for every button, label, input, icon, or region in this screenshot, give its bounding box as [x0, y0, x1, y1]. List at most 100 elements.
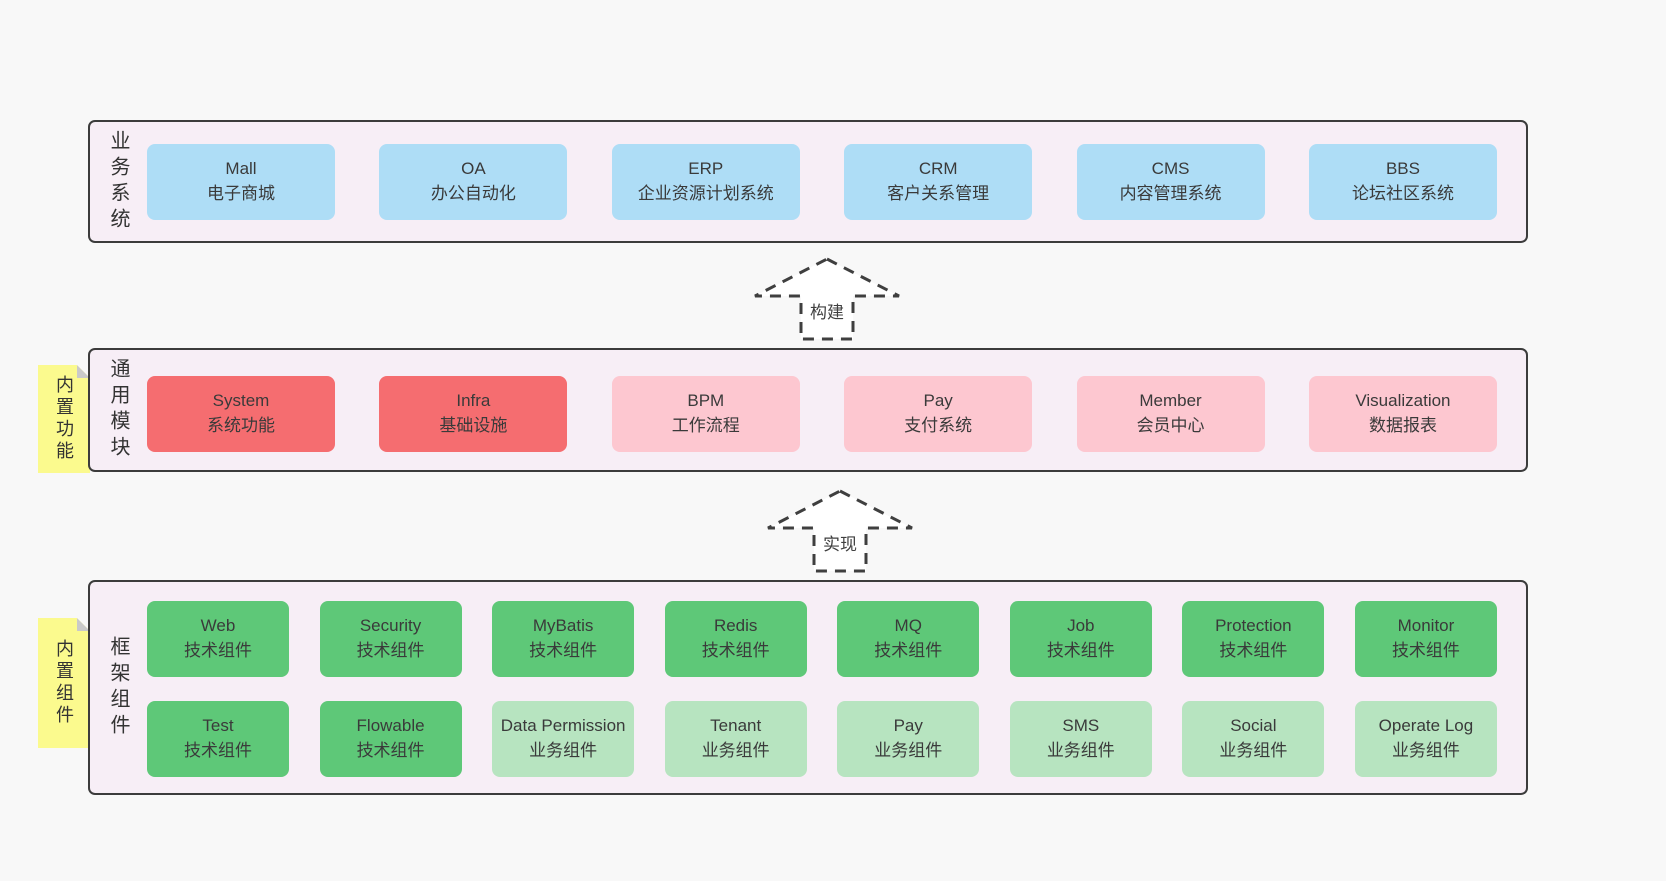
- box-tenant-subtitle: 业务组件: [701, 741, 770, 760]
- section-business-systems-label-text: 业务系统: [107, 129, 129, 234]
- box-protection-subtitle: 技术组件: [1219, 641, 1288, 660]
- box-crm-title: CRM: [918, 159, 958, 179]
- box-flowable-subtitle: 技术组件: [356, 741, 425, 760]
- section-framework-components-label-text: 框架组件: [107, 635, 129, 740]
- box-crm-subtitle: 客户关系管理: [887, 184, 990, 203]
- box-mq-subtitle: 技术组件: [874, 641, 943, 660]
- box-pay-component-subtitle: 业务组件: [874, 741, 943, 760]
- box-sms-title: SMS: [1062, 716, 1100, 736]
- box-mq: MQ 技术组件: [837, 601, 980, 677]
- box-security-subtitle: 技术组件: [356, 641, 425, 660]
- box-test-subtitle: 技术组件: [184, 741, 252, 760]
- business-systems-row: Mall 电子商城 OA 办公自动化 ERP 企业资源计划系统 CRM 客户关系…: [147, 144, 1497, 220]
- box-web-title: Web: [200, 616, 236, 636]
- section-framework-components: 框架组件 Web 技术组件 Security 技术组件 MyBatis 技术组件…: [88, 580, 1528, 795]
- build-arrow-label: 构建: [810, 303, 844, 322]
- box-member-subtitle: 会员中心: [1136, 416, 1205, 435]
- box-job-subtitle: 技术组件: [1046, 641, 1115, 660]
- box-infra-title: Infra: [456, 391, 491, 411]
- box-social-subtitle: 业务组件: [1219, 741, 1288, 760]
- section-framework-components-label: 框架组件: [96, 582, 140, 793]
- box-system-title: System: [212, 391, 270, 411]
- box-crm: CRM 客户关系管理: [844, 144, 1033, 220]
- box-protection: Protection 技术组件: [1182, 601, 1325, 677]
- section-common-modules-label: 通用模块: [96, 350, 140, 470]
- box-social: Social 业务组件: [1182, 701, 1325, 777]
- box-tenant: Tenant 业务组件: [664, 701, 807, 777]
- box-operate-log: Operate Log 业务组件: [1354, 701, 1497, 777]
- implement-arrow: 实现: [765, 488, 915, 574]
- box-cms-title: CMS: [1151, 159, 1190, 179]
- box-bbs: BBS 论坛社区系统: [1308, 144, 1497, 220]
- box-oa: OA 办公自动化: [379, 144, 568, 220]
- box-test: Test 技术组件: [147, 701, 289, 777]
- box-system: System 系统功能: [147, 376, 335, 452]
- implement-arrow-label: 实现: [823, 535, 857, 554]
- box-oa-subtitle: 办公自动化: [430, 184, 516, 203]
- box-bbs-subtitle: 论坛社区系统: [1351, 184, 1454, 203]
- box-redis: Redis 技术组件: [664, 601, 807, 677]
- box-web-subtitle: 技术组件: [184, 641, 252, 660]
- framework-components-row-2: Test 技术组件 Flowable 技术组件 Data Permission …: [147, 701, 1497, 777]
- box-member: Member 会员中心: [1076, 376, 1265, 452]
- section-business-systems-label: 业务系统: [96, 122, 140, 241]
- box-infra: Infra 基础设施: [379, 376, 568, 452]
- box-redis-title: Redis: [713, 616, 758, 636]
- box-erp-subtitle: 企业资源计划系统: [637, 184, 774, 203]
- box-security-title: Security: [359, 616, 422, 636]
- build-arrow: 构建: [752, 256, 902, 342]
- box-operate-log-subtitle: 业务组件: [1391, 741, 1460, 760]
- box-job-title: Job: [1067, 616, 1095, 636]
- box-bpm-subtitle: 工作流程: [671, 416, 740, 435]
- sticky-built-in-components-text: 内置组件: [54, 639, 74, 727]
- box-web: Web 技术组件: [147, 601, 289, 677]
- section-business-systems: 业务系统 Mall 电子商城 OA 办公自动化 ERP 企业资源计划系统 CRM…: [88, 120, 1528, 243]
- box-pay-module: Pay 支付系统: [844, 376, 1033, 452]
- implement-arrow-icon: [767, 489, 913, 573]
- box-monitor-title: Monitor: [1397, 616, 1455, 636]
- box-erp-title: ERP: [688, 159, 724, 179]
- box-mall-title: Mall: [225, 159, 257, 179]
- box-erp: ERP 企业资源计划系统: [611, 144, 800, 220]
- box-sms: SMS 业务组件: [1009, 701, 1152, 777]
- box-data-permission-subtitle: 业务组件: [529, 741, 598, 760]
- box-infra-subtitle: 基础设施: [439, 416, 508, 435]
- box-visualization-title: Visualization: [1355, 391, 1451, 411]
- box-mall-subtitle: 电子商城: [207, 184, 275, 203]
- box-cms: CMS 内容管理系统: [1076, 144, 1265, 220]
- common-modules-row: System 系统功能 Infra 基础设施 BPM 工作流程 Pay 支付系统…: [147, 376, 1497, 452]
- box-mybatis: MyBatis 技术组件: [492, 601, 635, 677]
- box-redis-subtitle: 技术组件: [701, 641, 770, 660]
- box-mybatis-title: MyBatis: [532, 616, 594, 636]
- box-test-title: Test: [202, 716, 234, 736]
- box-pay-component-title: Pay: [893, 716, 923, 736]
- box-oa-title: OA: [461, 159, 486, 179]
- box-job: Job 技术组件: [1009, 601, 1152, 677]
- box-security: Security 技术组件: [319, 601, 462, 677]
- sticky-built-in-components: 内置组件: [38, 618, 90, 748]
- box-monitor: Monitor 技术组件: [1354, 601, 1497, 677]
- box-cms-subtitle: 内容管理系统: [1119, 184, 1222, 203]
- box-flowable: Flowable 技术组件: [319, 701, 462, 777]
- box-visualization: Visualization 数据报表: [1308, 376, 1497, 452]
- box-protection-title: Protection: [1215, 616, 1292, 636]
- section-common-modules-label-text: 通用模块: [107, 358, 129, 462]
- box-mybatis-subtitle: 技术组件: [529, 641, 598, 660]
- box-data-permission-title: Data Permission: [500, 716, 626, 736]
- build-arrow-icon: [754, 257, 900, 341]
- box-system-subtitle: 系统功能: [207, 416, 275, 435]
- box-operate-log-title: Operate Log: [1378, 716, 1474, 736]
- box-mall: Mall 电子商城: [147, 144, 335, 220]
- box-bpm: BPM 工作流程: [611, 376, 800, 452]
- box-pay-component: Pay 业务组件: [837, 701, 980, 777]
- box-pay-module-title: Pay: [923, 391, 953, 411]
- box-social-title: Social: [1230, 716, 1277, 736]
- box-tenant-title: Tenant: [710, 716, 762, 736]
- box-flowable-title: Flowable: [356, 716, 425, 736]
- box-mq-title: MQ: [894, 616, 922, 636]
- framework-components-row-1: Web 技术组件 Security 技术组件 MyBatis 技术组件 Redi…: [147, 601, 1497, 677]
- sticky-built-in-features-text: 内置功能: [54, 375, 74, 463]
- box-bbs-title: BBS: [1385, 159, 1420, 179]
- box-pay-module-subtitle: 支付系统: [904, 416, 973, 435]
- box-visualization-subtitle: 数据报表: [1368, 416, 1437, 435]
